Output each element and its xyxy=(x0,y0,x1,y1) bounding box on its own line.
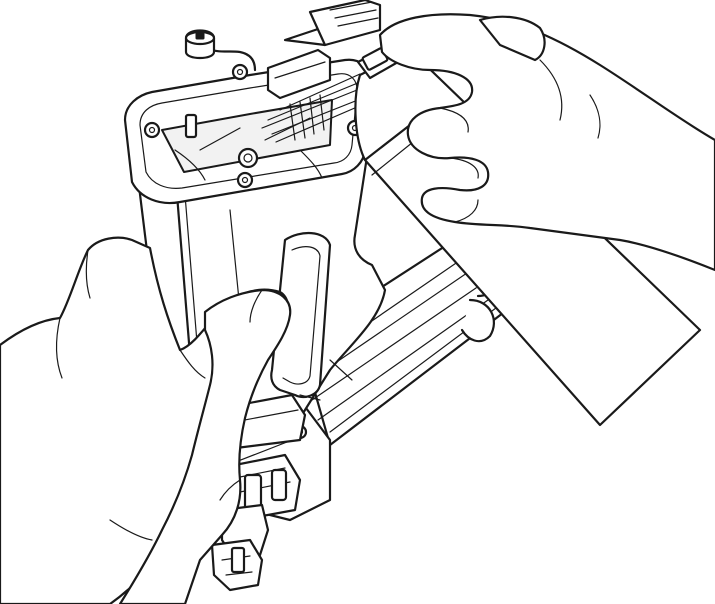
exhaust-cap xyxy=(184,29,216,60)
spray-mist xyxy=(261,73,369,143)
nailer-top-cap xyxy=(123,0,382,205)
upper-right-hand xyxy=(378,13,715,272)
lower-right-hand xyxy=(118,288,292,604)
